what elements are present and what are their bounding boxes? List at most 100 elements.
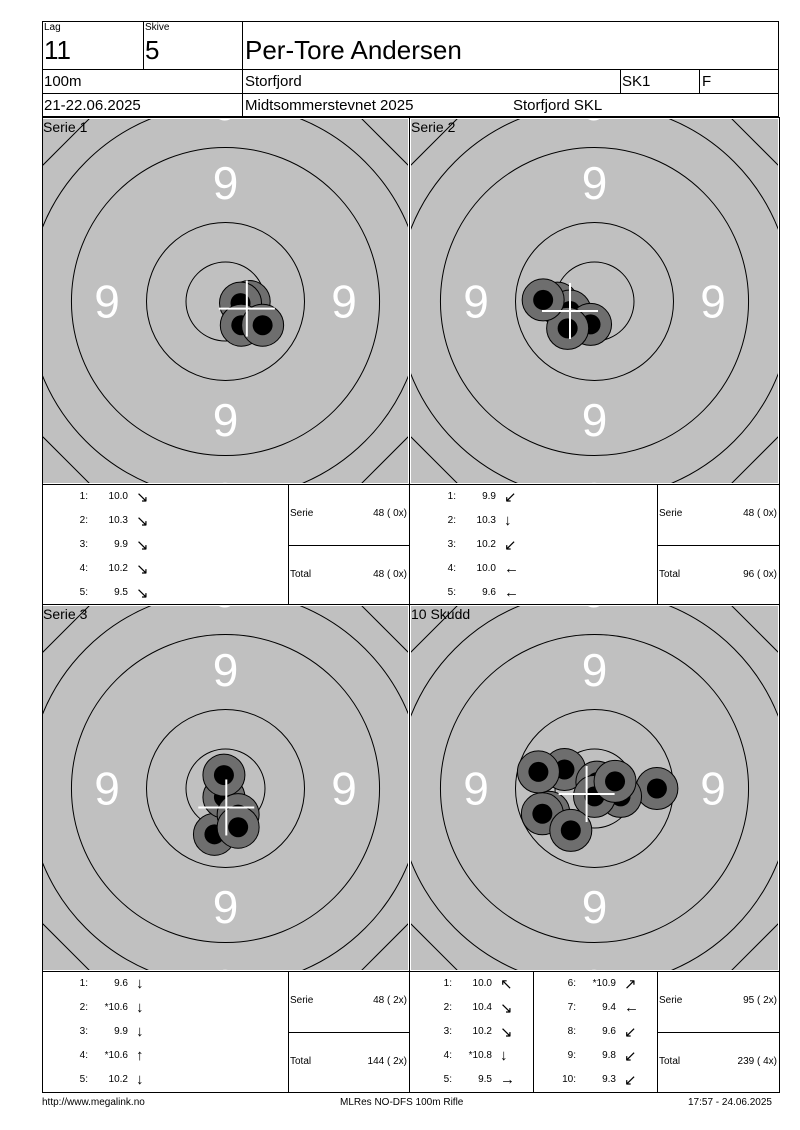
shot-core (213, 765, 234, 786)
shot-core (533, 289, 554, 310)
ring-number: 9 (213, 157, 239, 209)
shot-number: 4: (79, 1050, 88, 1061)
target-ring (439, 633, 750, 944)
skive-value: 5 (145, 35, 160, 65)
panel-title: Serie 3 (43, 606, 88, 622)
shot-score: 10.2 (472, 1026, 492, 1037)
shot-number: 1: (447, 491, 456, 502)
lag-value: 11 (44, 35, 71, 65)
shot-number: 2: (79, 1002, 88, 1013)
shot-score: *10.6 (104, 1050, 128, 1061)
club: Storfjord (245, 73, 302, 90)
ring-number: 9 (331, 763, 357, 815)
shot-direction-icon: ↓ (136, 1023, 144, 1040)
ring-number: 9 (94, 276, 120, 328)
target-background (411, 119, 778, 483)
serie-label: Serie (290, 995, 314, 1006)
corner-tl (43, 606, 90, 653)
shot-direction-icon: ↑ (136, 1047, 144, 1064)
shot-direction-icon: ↙ (624, 1048, 637, 1065)
shot-direction-icon: ↘ (500, 1000, 513, 1017)
organizer: Storfjord SKL (513, 97, 603, 114)
shot-number: 8: (567, 1026, 576, 1037)
ring-number: 9 (582, 565, 608, 617)
shot-direction-icon: ↘ (136, 513, 149, 530)
serie-label: Serie (659, 995, 683, 1006)
flag: F (702, 73, 712, 90)
target-ring (146, 709, 305, 868)
shot-score: 9.8 (602, 1050, 616, 1061)
corner-tr (731, 606, 778, 653)
serie-value: 95 ( 2x) (743, 995, 777, 1006)
shot-score: 9.9 (482, 491, 496, 502)
shot-core (252, 315, 273, 336)
event: Midtsommerstevnet 2025 (245, 97, 414, 114)
shot-direction-icon: ← (504, 584, 519, 601)
serie-value: 48 ( 0x) (743, 508, 777, 519)
shot-direction-icon: ↓ (500, 1047, 508, 1064)
shot-number: 2: (443, 1002, 452, 1013)
shot-direction-icon: ← (504, 560, 519, 577)
shot-direction-icon: ← (624, 999, 639, 1016)
shot-number: 4: (443, 1050, 452, 1061)
target-ring (146, 222, 305, 381)
shot-core (557, 318, 578, 339)
shot-number: 3: (443, 1026, 452, 1037)
footer-url[interactable]: http://www.megalink.no (42, 1097, 145, 1108)
shot-direction-icon: ↙ (504, 537, 517, 554)
shot-score: 9.6 (482, 587, 496, 598)
shot-score: 9.5 (478, 1074, 492, 1085)
shot-core (605, 771, 626, 792)
ring-number: 9 (582, 394, 608, 446)
shot-number: 3: (79, 539, 88, 550)
date: 21-22.06.2025 (44, 97, 141, 114)
shot-direction-icon: ↘ (136, 537, 149, 554)
panel-title: 10 Skudd (411, 606, 471, 622)
shot-direction-icon: ↘ (136, 489, 149, 506)
shot-number: 2: (447, 515, 456, 526)
ring-number: 9 (213, 644, 239, 696)
shot-number: 5: (79, 587, 88, 598)
corner-br (731, 436, 778, 483)
ring-number: 9 (213, 473, 239, 525)
ring-number: 9 (700, 763, 726, 815)
shot-score: 9.9 (114, 539, 128, 550)
shot-number: 1: (443, 978, 452, 989)
shot-number: 4: (447, 563, 456, 574)
ring-number: 9 (582, 881, 608, 933)
class: SK1 (622, 73, 651, 90)
shooter-name: Per-Tore Andersen (245, 35, 462, 65)
shot-number: 1: (79, 978, 88, 989)
shot-score: *10.8 (468, 1050, 492, 1061)
shot-direction-icon: ↙ (624, 1072, 637, 1089)
shot-direction-icon: ↘ (136, 585, 149, 602)
ring-number: 9 (213, 394, 239, 446)
shot-core (228, 817, 249, 838)
ring-number: 9 (331, 276, 357, 328)
shot-direction-icon: ↓ (504, 512, 512, 529)
target-ring (515, 222, 674, 381)
shot-score: 10.2 (108, 1074, 128, 1085)
shot-direction-icon: ↓ (136, 999, 144, 1016)
shot-score: 10.2 (476, 539, 496, 550)
shot-direction-icon: ↘ (136, 561, 149, 578)
shot-score: 9.3 (602, 1074, 616, 1085)
shot-score: 10.0 (472, 978, 492, 989)
corner-bl (411, 436, 458, 483)
shot-number: 9: (567, 1050, 576, 1061)
total-value: 144 ( 2x) (367, 1056, 407, 1067)
shot-score: 9.4 (602, 1002, 616, 1013)
target-ring (70, 633, 381, 944)
shot-number: 10: (562, 1074, 576, 1085)
total-value: 239 ( 4x) (737, 1056, 777, 1067)
shot-number: 1: (79, 491, 88, 502)
